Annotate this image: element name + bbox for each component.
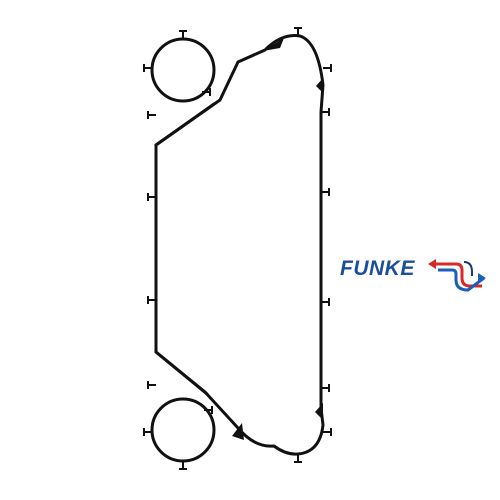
clip-pin: [321, 298, 330, 306]
marker-top: [263, 38, 284, 51]
gasket-bottom-diagonal: [154, 350, 209, 396]
clip-pins: [143, 27, 332, 470]
clip-pin: [179, 461, 187, 470]
logo-red-arrowhead: [428, 259, 436, 269]
clip-pin: [323, 428, 332, 436]
gasket-outline: [154, 34, 325, 456]
clip-pin: [147, 381, 156, 389]
clip-pin: [202, 88, 211, 96]
logo-red-arrow: [430, 262, 482, 288]
clip-pin: [147, 111, 156, 119]
clip-pin: [204, 406, 213, 414]
port-bottom-left: [150, 397, 216, 463]
clip-pin: [143, 64, 152, 72]
clip-pin: [321, 384, 330, 392]
marker-top-right: [316, 78, 323, 92]
clip-pin: [294, 27, 302, 36]
clip-pin: [179, 30, 187, 39]
logo-blue-arrowhead: [478, 273, 486, 283]
marker-bottom-right: [315, 403, 323, 420]
clip-pin: [147, 296, 156, 304]
clip-pin: [147, 193, 156, 201]
clip-pin: [294, 454, 302, 463]
logo-blue-arrow: [438, 268, 485, 292]
clip-pin: [323, 64, 332, 72]
marker-bottom-left: [232, 423, 244, 440]
funke-logo-icon: [428, 259, 486, 292]
brand-name: FUNKE: [340, 257, 415, 280]
clip-pin: [321, 188, 330, 196]
clip-pin: [143, 428, 152, 436]
logo-dark-stroke: [463, 261, 473, 276]
clip-pin: [321, 108, 330, 116]
gasket-top-diagonal: [154, 102, 216, 147]
